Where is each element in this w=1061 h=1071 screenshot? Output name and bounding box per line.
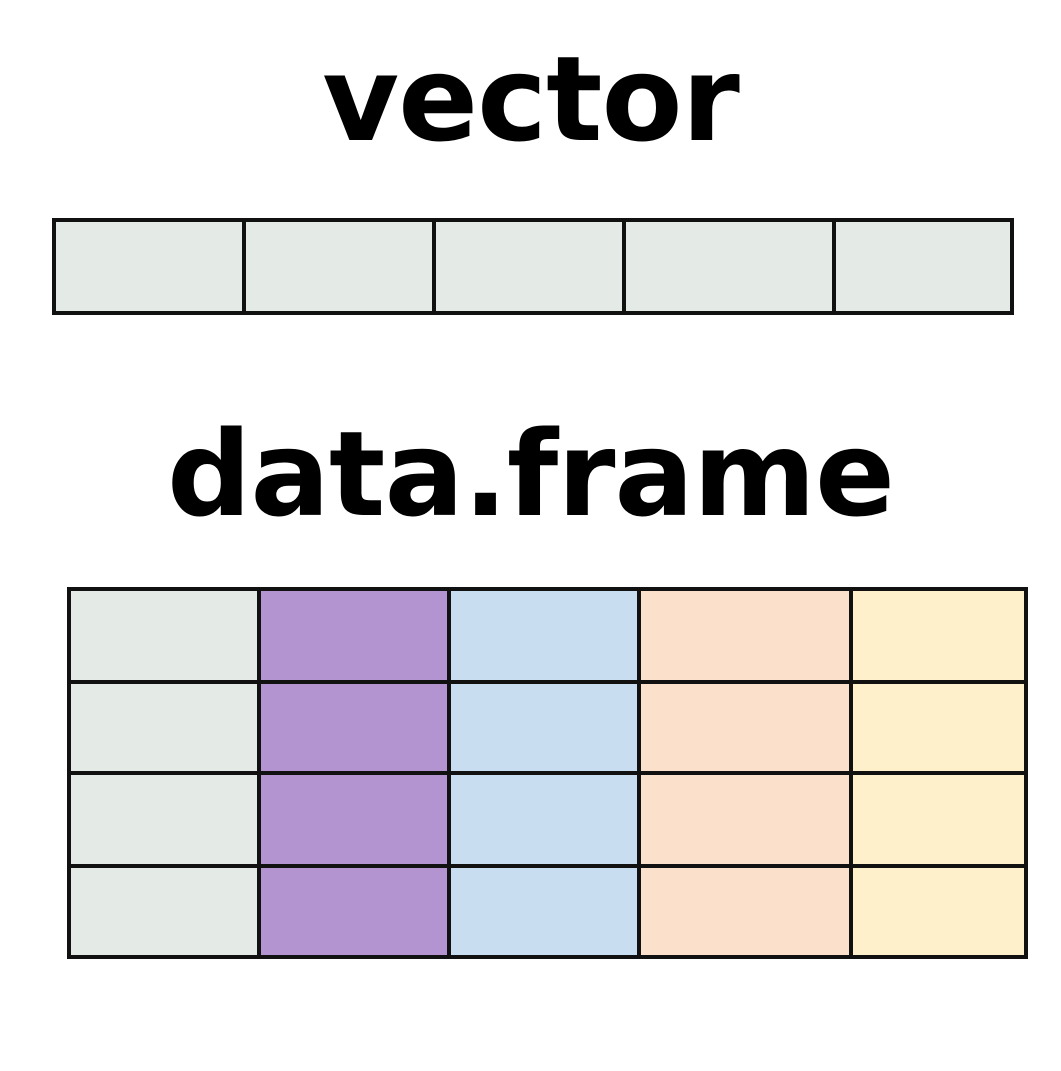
- data-frame-diagram: [67, 587, 1028, 959]
- vector-cell: [622, 218, 836, 315]
- data-frame-cell: [447, 680, 641, 775]
- data-frame-cell: [849, 587, 1028, 684]
- data-frame-cell: [447, 864, 641, 959]
- data-frame-cell: [67, 680, 261, 775]
- data-frame-cell: [67, 771, 261, 868]
- data-frame-cell: [67, 587, 261, 684]
- data-frame-cell: [257, 864, 451, 959]
- vector-cell: [832, 218, 1014, 315]
- data-frame-cell: [257, 680, 451, 775]
- data-frame-cell: [849, 864, 1028, 959]
- vector-cell: [52, 218, 246, 315]
- data-frame-cell: [637, 587, 853, 684]
- data-frame-cell: [849, 680, 1028, 775]
- data-frame-cell: [257, 771, 451, 868]
- data-frame-cell: [637, 864, 853, 959]
- data-frame-cell: [447, 587, 641, 684]
- data-frame-cell: [257, 587, 451, 684]
- data-frame-cell: [637, 771, 853, 868]
- data-frame-cell: [67, 864, 261, 959]
- data-frame-cell: [849, 771, 1028, 868]
- data-frame-title: data.frame: [166, 405, 895, 543]
- vector-diagram: [52, 218, 1014, 315]
- vector-cell: [242, 218, 436, 315]
- vector-title: vector: [322, 30, 740, 168]
- vector-cell: [432, 218, 626, 315]
- data-frame-cell: [447, 771, 641, 868]
- data-frame-cell: [637, 680, 853, 775]
